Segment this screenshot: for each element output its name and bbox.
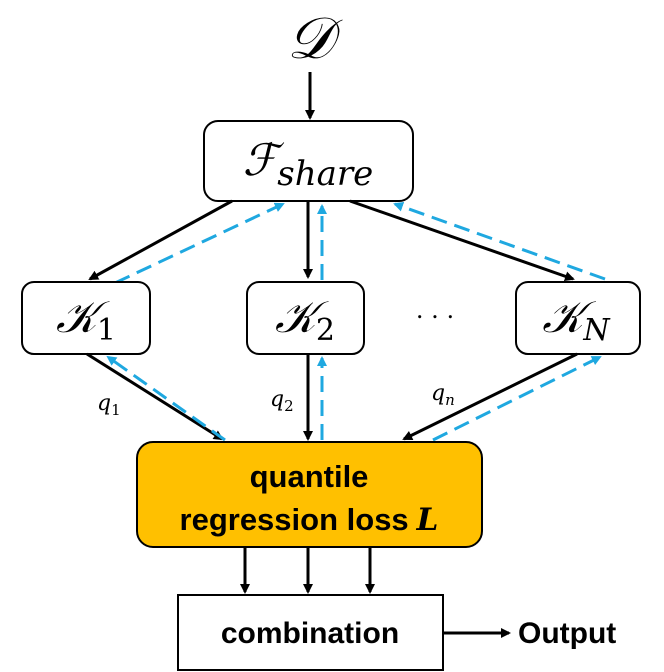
quantile-label-2: q2 bbox=[270, 387, 294, 415]
output-label: Output bbox=[518, 617, 616, 650]
combination-label: combination bbox=[221, 617, 399, 650]
head-ellipsis: . . . bbox=[416, 296, 454, 324]
loss-line-1: quantile bbox=[250, 459, 369, 494]
head-box-1 bbox=[21, 281, 151, 355]
head-subscript-n: N bbox=[582, 313, 611, 348]
head-subscript-2: 2 bbox=[316, 313, 335, 348]
arrow-k1-to-loss bbox=[86, 352, 224, 441]
head-label-1: 𝒦1 bbox=[56, 292, 116, 348]
input-symbol: 𝒟 bbox=[287, 4, 343, 72]
head-box-n bbox=[515, 281, 641, 355]
backprop-loss-to-kn bbox=[432, 355, 602, 442]
backprop-kn-to-shared bbox=[393, 201, 606, 281]
quantile-label-1: q1 bbox=[97, 391, 121, 419]
arrow-kn-to-loss bbox=[402, 352, 578, 441]
backprop-k1-to-shared bbox=[114, 202, 285, 285]
arrow-shared-to-k1 bbox=[88, 199, 233, 281]
shared-subscript: share bbox=[277, 154, 373, 194]
arrow-shared-to-kn bbox=[349, 199, 575, 282]
quantile-label-n: qn bbox=[431, 381, 455, 409]
backprop-loss-to-k1 bbox=[106, 355, 226, 442]
combination-box bbox=[177, 594, 444, 671]
head-box-2 bbox=[246, 281, 365, 355]
head-subscript-1: 1 bbox=[97, 313, 116, 348]
loss-symbol: L bbox=[416, 502, 439, 538]
